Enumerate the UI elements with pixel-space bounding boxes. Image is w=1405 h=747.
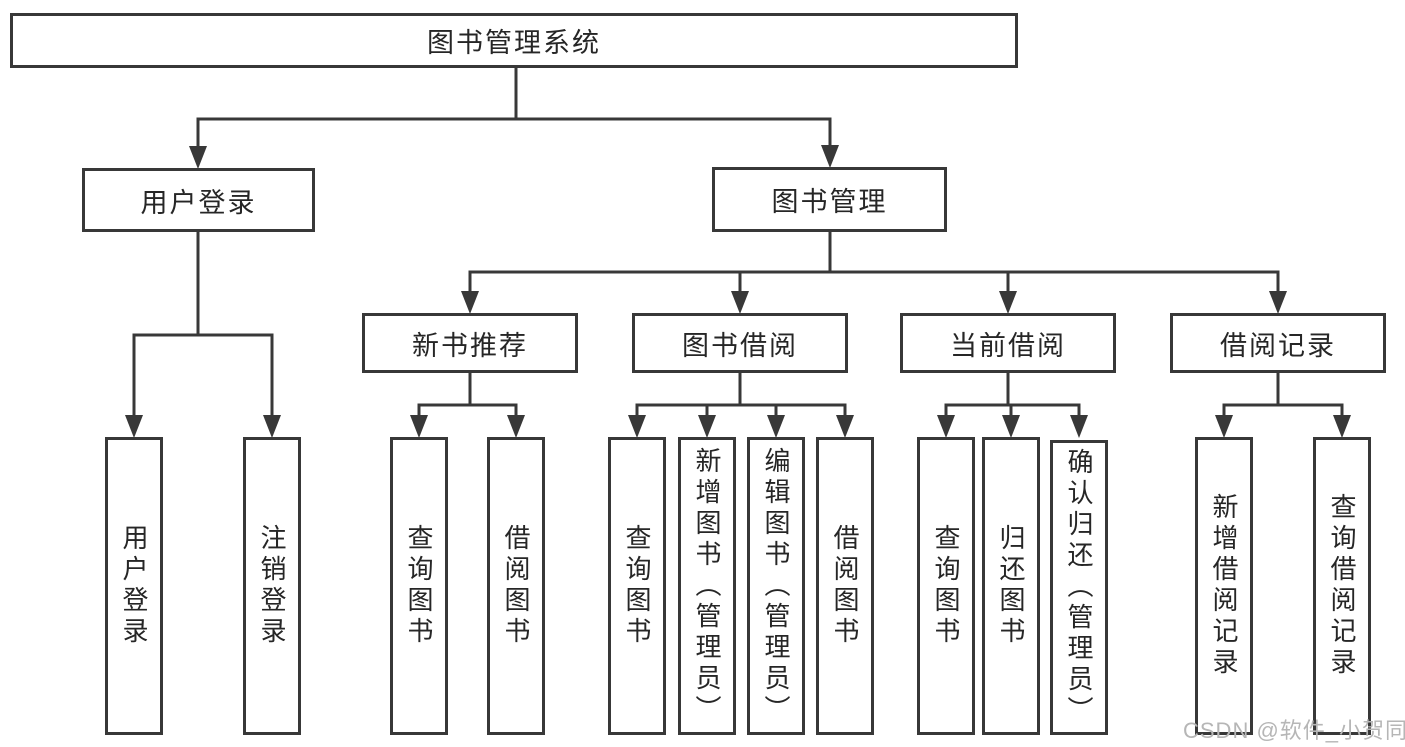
node-user-login-label: 用户登录	[140, 187, 257, 218]
leaf-borrow-book-label: 借阅图书	[830, 524, 860, 648]
node-current-borrow: 当前借阅	[900, 313, 1116, 373]
connector-current-borrow-children	[937, 371, 1088, 438]
leaf-confirm-return-admin: 确认归还（管理员）	[1050, 440, 1108, 735]
leaf-add-borrow-record-label: 新增借阅记录	[1209, 493, 1239, 679]
leaf-logout: 注销登录	[243, 437, 301, 735]
connector-book-management-groups	[461, 230, 1287, 314]
node-borrow-record-label: 借阅记录	[1220, 330, 1336, 361]
leaf-user-login-label: 用户登录	[119, 524, 149, 648]
leaf-query-borrow-record: 查询借阅记录	[1313, 437, 1371, 735]
leaf-confirm-return-admin-label: 确认归还（管理员）	[1064, 448, 1094, 727]
watermark-text: CSDN @软件_小贺同学	[1183, 718, 1405, 743]
node-new-book-recommend: 新书推荐	[362, 313, 578, 373]
leaf-add-borrow-record: 新增借阅记录	[1195, 437, 1253, 735]
leaf-recommend-borrow-book-label: 借阅图书	[501, 524, 531, 648]
leaf-borrow-query-book-label: 查询图书	[622, 524, 652, 648]
leaf-logout-label: 注销登录	[257, 524, 287, 648]
connector-book-borrow-children	[628, 371, 854, 438]
connector-new-book-children	[410, 371, 525, 438]
leaf-add-book-admin-label: 新增图书（管理员）	[692, 446, 722, 726]
node-book-management: 图书管理	[712, 167, 947, 232]
leaf-user-login: 用户登录	[105, 437, 163, 735]
leaf-add-book-admin: 新增图书（管理员）	[678, 437, 736, 735]
leaf-return-book: 归还图书	[982, 437, 1040, 735]
leaf-current-query-book: 查询图书	[917, 437, 975, 735]
leaf-return-book-label: 归还图书	[996, 524, 1026, 648]
leaf-recommend-query-book-label: 查询图书	[404, 524, 434, 648]
node-root-label: 图书管理系统	[427, 28, 601, 58]
node-book-management-label: 图书管理	[771, 187, 888, 217]
leaf-borrow-query-book: 查询图书	[608, 437, 666, 735]
connector-root-to-level2	[189, 66, 839, 169]
node-root: 图书管理系统	[10, 13, 1018, 68]
node-book-borrow: 图书借阅	[632, 313, 848, 373]
node-current-borrow-label: 当前借阅	[950, 330, 1066, 361]
leaf-recommend-query-book: 查询图书	[390, 437, 448, 735]
node-user-login: 用户登录	[82, 168, 315, 232]
leaf-borrow-book: 借阅图书	[816, 437, 874, 735]
node-borrow-record: 借阅记录	[1170, 313, 1386, 373]
node-book-borrow-label: 图书借阅	[682, 330, 798, 361]
leaf-query-borrow-record-label: 查询借阅记录	[1327, 493, 1357, 679]
leaf-edit-book-admin-label: 编辑图书（管理员）	[761, 446, 791, 726]
leaf-recommend-borrow-book: 借阅图书	[487, 437, 545, 735]
leaf-current-query-book-label: 查询图书	[931, 524, 961, 648]
node-new-book-recommend-label: 新书推荐	[412, 330, 528, 361]
leaf-edit-book-admin: 编辑图书（管理员）	[747, 437, 805, 735]
connector-borrow-record-children	[1215, 371, 1351, 438]
connector-user-login-children	[125, 230, 281, 438]
